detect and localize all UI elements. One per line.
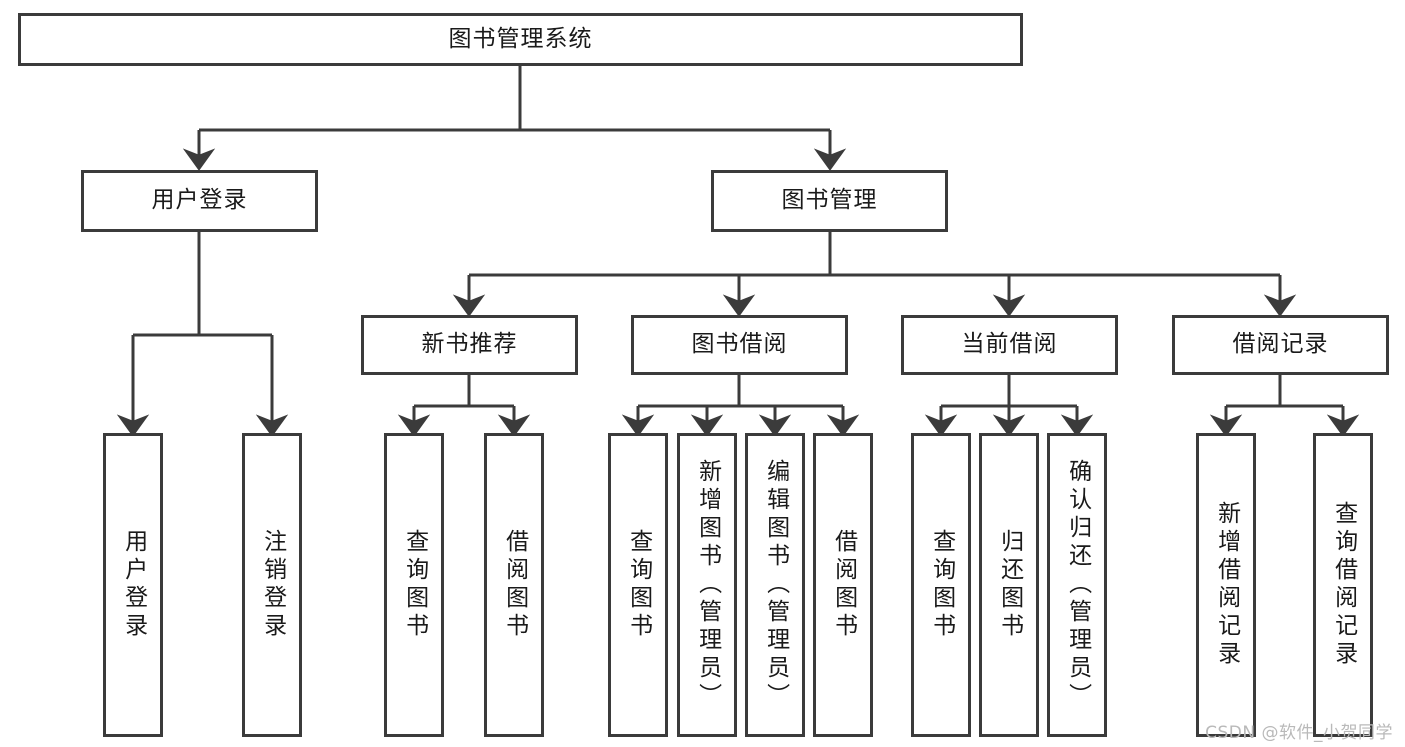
- node-leaf-edit-book[interactable]: 编辑图书（管理员）: [745, 433, 805, 737]
- node-leaf-logout-label: 注销登录: [259, 529, 286, 641]
- node-leaf-add-record-label: 新增借阅记录: [1213, 501, 1240, 669]
- node-leaf-add-book[interactable]: 新增图书（管理员）: [677, 433, 737, 737]
- node-leaf-query-book-2[interactable]: 查询图书: [608, 433, 668, 737]
- watermark: CSDN @软件_小贺同学: [1205, 723, 1393, 743]
- node-leaf-return-book[interactable]: 归还图书: [979, 433, 1039, 737]
- node-leaf-user-login-label: 用户登录: [120, 529, 147, 641]
- node-leaf-borrow-book-1[interactable]: 借阅图书: [484, 433, 544, 737]
- node-user-login-label: 用户登录: [151, 187, 248, 214]
- node-leaf-query-book-1[interactable]: 查询图书: [384, 433, 444, 737]
- node-leaf-add-record[interactable]: 新增借阅记录: [1196, 433, 1256, 737]
- node-user-login[interactable]: 用户登录: [81, 170, 318, 232]
- node-leaf-confirm-return[interactable]: 确认归还（管理员）: [1047, 433, 1107, 737]
- node-borrow-record-label: 借阅记录: [1232, 331, 1329, 358]
- node-current-borrow-label: 当前借阅: [961, 331, 1058, 358]
- node-root-label: 图书管理系统: [448, 25, 593, 52]
- node-leaf-confirm-return-label: 确认归还（管理员）: [1064, 459, 1091, 711]
- node-leaf-query-book-1-label: 查询图书: [401, 529, 428, 641]
- node-leaf-query-record-label: 查询借阅记录: [1330, 501, 1357, 669]
- node-leaf-borrow-book-1-label: 借阅图书: [501, 529, 528, 641]
- node-leaf-add-book-label: 新增图书（管理员）: [694, 459, 721, 711]
- node-leaf-borrow-book-2[interactable]: 借阅图书: [813, 433, 873, 737]
- node-book-manage[interactable]: 图书管理: [711, 170, 948, 232]
- node-leaf-borrow-book-2-label: 借阅图书: [830, 529, 857, 641]
- node-book-borrow-label: 图书借阅: [691, 331, 788, 358]
- node-leaf-user-login[interactable]: 用户登录: [103, 433, 163, 737]
- node-book-borrow[interactable]: 图书借阅: [631, 315, 848, 375]
- node-leaf-query-record[interactable]: 查询借阅记录: [1313, 433, 1373, 737]
- node-leaf-query-book-2-label: 查询图书: [625, 529, 652, 641]
- node-new-book-rec-label: 新书推荐: [421, 331, 518, 358]
- node-root[interactable]: 图书管理系统: [18, 13, 1023, 66]
- node-current-borrow[interactable]: 当前借阅: [901, 315, 1118, 375]
- node-new-book-rec[interactable]: 新书推荐: [361, 315, 578, 375]
- node-leaf-query-book-3-label: 查询图书: [928, 529, 955, 641]
- node-leaf-logout[interactable]: 注销登录: [242, 433, 302, 737]
- node-leaf-edit-book-label: 编辑图书（管理员）: [762, 459, 789, 711]
- node-borrow-record[interactable]: 借阅记录: [1172, 315, 1389, 375]
- node-leaf-return-book-label: 归还图书: [996, 529, 1023, 641]
- node-book-manage-label: 图书管理: [781, 187, 878, 214]
- node-leaf-query-book-3[interactable]: 查询图书: [911, 433, 971, 737]
